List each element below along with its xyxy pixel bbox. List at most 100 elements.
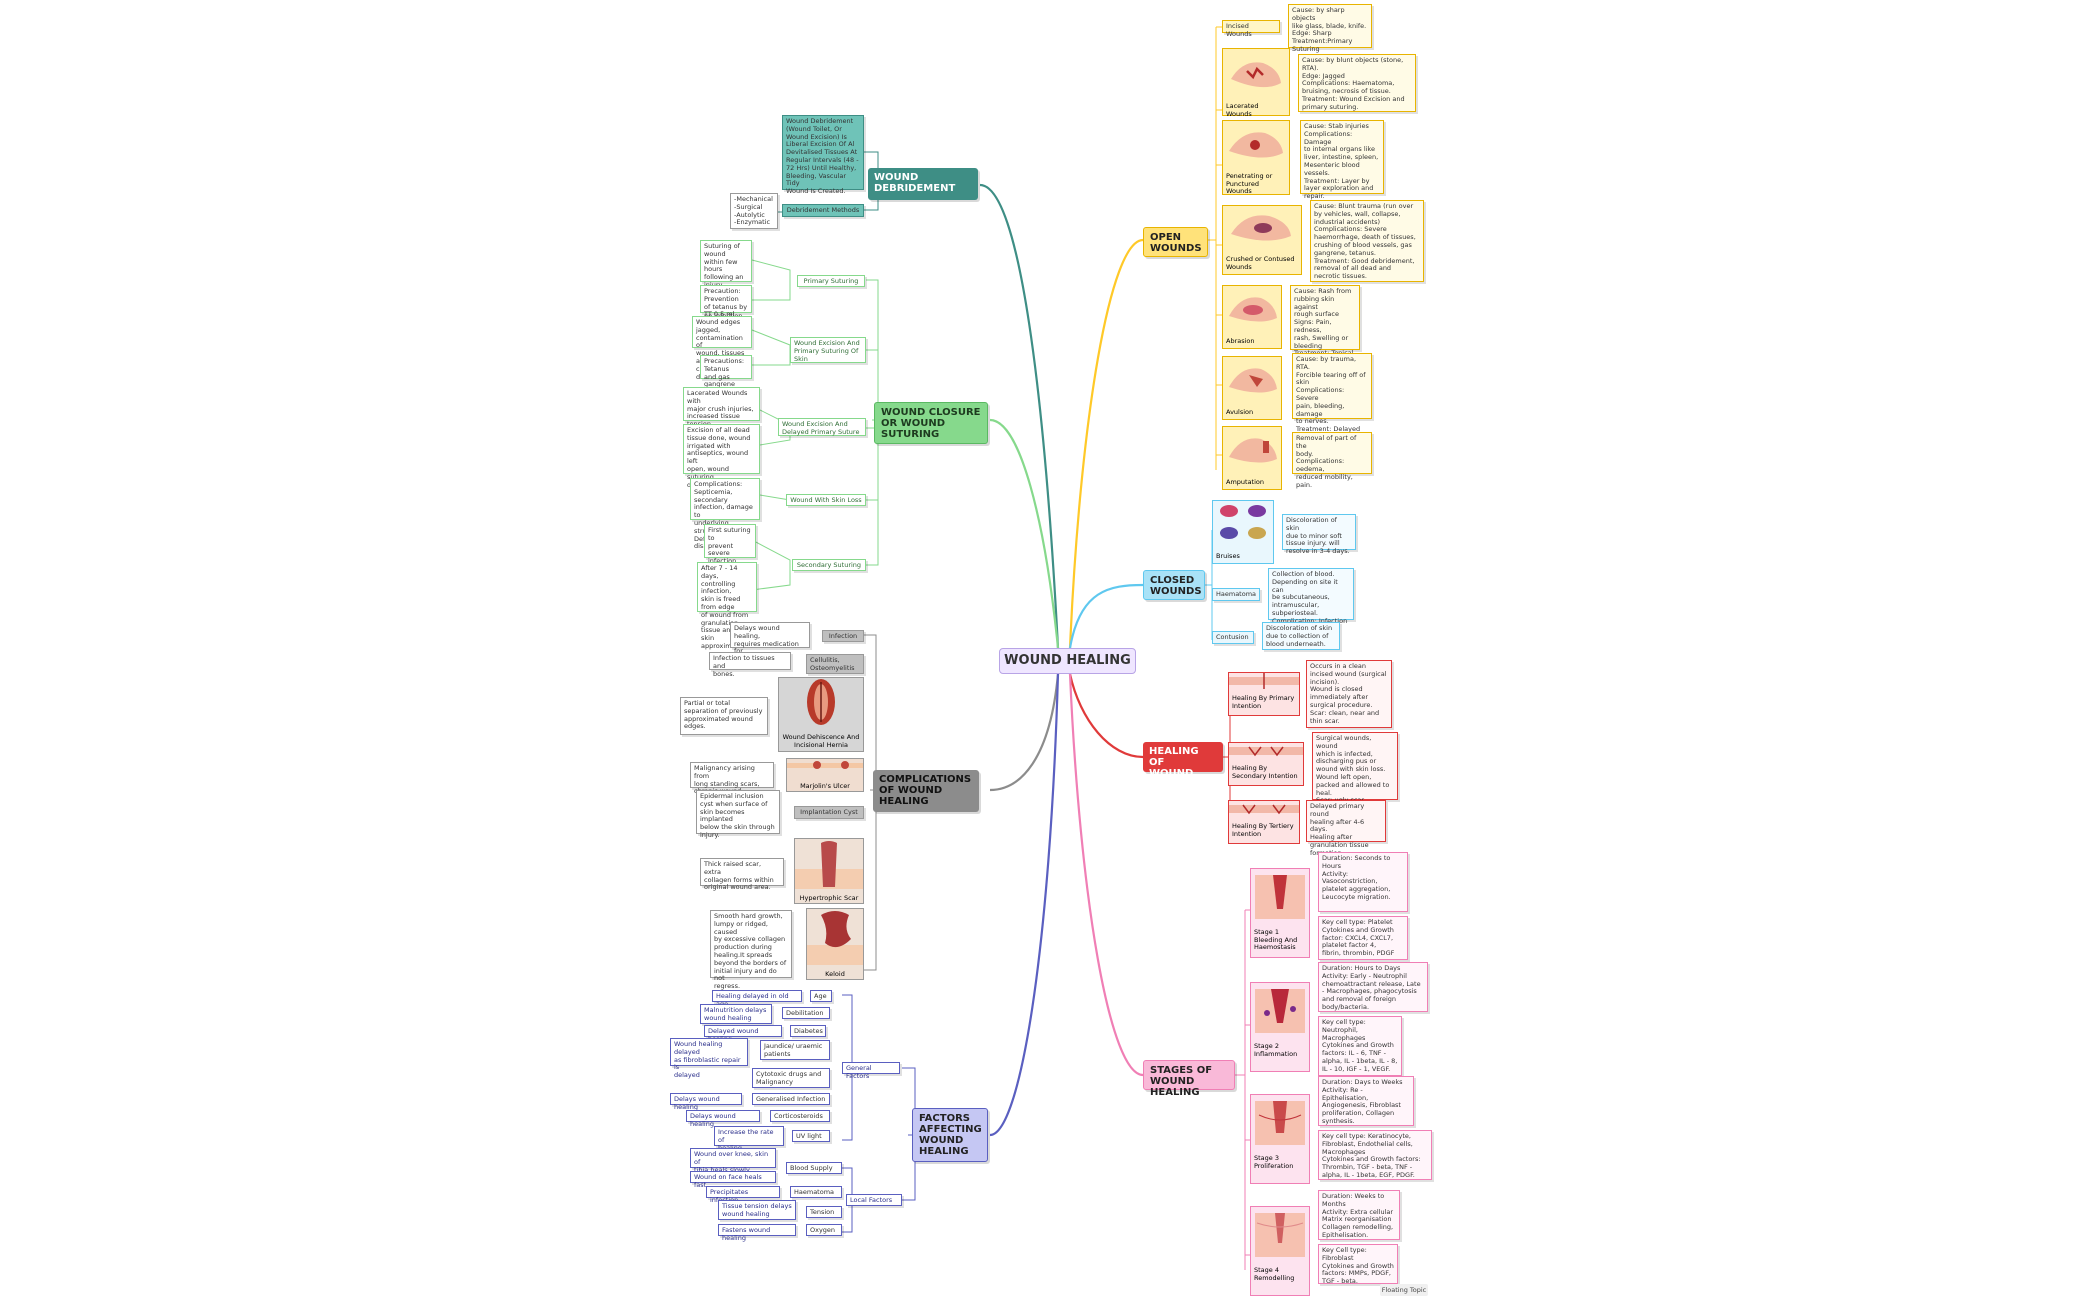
closure-excision-primary[interactable]: Wound Excision And Primary Suturing Of S…	[790, 337, 866, 363]
open-lacerated-note[interactable]: Cause: by blunt objects (stone, RTA). Ed…	[1298, 54, 1416, 112]
closure-skin-loss[interactable]: Wound With Skin Loss	[786, 494, 866, 506]
healing-primary-note[interactable]: Occurs in a clean incised wound (surgica…	[1306, 660, 1392, 728]
open-avulsion[interactable]: Avulsion	[1226, 408, 1254, 416]
closed-haematoma[interactable]: Haematoma	[1212, 588, 1260, 601]
healing-secondary-note[interactable]: Surgical wounds, wound which is infected…	[1312, 732, 1398, 804]
open-penetrating-note[interactable]: Cause: Stab injuries Complications: Dama…	[1300, 120, 1384, 200]
closure-secondary-suturing[interactable]: Secondary Suturing	[792, 559, 866, 571]
closure-delayed-note-2[interactable]: Excision of all dead tissue done, wound …	[683, 424, 760, 488]
stage1-note-1[interactable]: Duration: Seconds to Hours Activity: Vas…	[1318, 852, 1408, 912]
open-crushed-note[interactable]: Cause: Blunt trauma (run over by vehicle…	[1310, 200, 1424, 282]
open-crushed[interactable]: Crushed or Contused Wounds	[1226, 255, 1295, 271]
open-lacerated[interactable]: Lacerated Wounds	[1226, 102, 1259, 118]
factor-age[interactable]: Age	[810, 990, 832, 1002]
debridement-definition[interactable]: Wound Debridement (Wound Toilet, Or Woun…	[782, 115, 864, 195]
open-abrasion[interactable]: Abrasion	[1226, 337, 1255, 345]
complication-dehiscence-note[interactable]: Partial or total separation of previousl…	[680, 697, 768, 735]
open-penetrating[interactable]: Penetrating or Punctured Wounds	[1226, 172, 1273, 195]
complication-cellulitis-note[interactable]: Infection to tissues and bones.	[709, 652, 791, 677]
factors-general[interactable]: General Factors	[842, 1062, 900, 1080]
factor-oxygen[interactable]: Oxygen	[806, 1224, 842, 1236]
factor-oxygen-note[interactable]: Fastens wound healing	[718, 1224, 796, 1242]
factor-blood-supply[interactable]: Blood Supply	[786, 1162, 842, 1174]
factor-cytotoxic[interactable]: Cytotoxic drugs and Malignancy	[752, 1068, 830, 1088]
closure-primary-note-2[interactable]: Precaution: Prevention of tetanus by TT …	[700, 285, 752, 326]
complication-keloid[interactable]: Keloid	[825, 970, 845, 978]
complication-infection[interactable]: Infection	[822, 630, 864, 642]
complication-hypertrophic[interactable]: Hypertrophic Scar	[799, 894, 859, 902]
stage-2[interactable]: Stage 2 Inflammation	[1254, 1042, 1298, 1058]
factor-jaundice[interactable]: Jaundice/ uraemic patients	[760, 1040, 830, 1060]
topic-factors[interactable]: FACTORS AFFECTING WOUND HEALING	[912, 1108, 988, 1162]
factor-uv-light-note[interactable]: Increase the rate of healing	[714, 1126, 784, 1151]
closed-haematoma-note[interactable]: Collection of blood. Depending on site i…	[1268, 568, 1354, 625]
stage2-note-1[interactable]: Duration: Hours to Days Activity: Early …	[1318, 962, 1428, 1012]
complication-marjolin[interactable]: Marjolin's Ulcer	[800, 782, 850, 790]
topic-complications[interactable]: COMPLICATIONS OF WOUND HEALING	[873, 770, 979, 812]
closed-contusion[interactable]: Contusion	[1212, 631, 1254, 644]
closure-secondary-note-2[interactable]: After 7 - 14 days, controlling infection…	[697, 562, 757, 650]
stage-3[interactable]: Stage 3 Proliferation	[1254, 1154, 1294, 1170]
stage-1[interactable]: Stage 1 Bleeding And Haemostasis	[1254, 928, 1298, 951]
factor-diabetes-note[interactable]: Delayed wound healing	[704, 1025, 782, 1043]
healing-secondary[interactable]: Healing By Secondary Intention	[1232, 764, 1298, 780]
complication-dehiscence[interactable]: Wound Dehiscence And Incisional Hernia	[782, 733, 860, 749]
topic-wound-debridement[interactable]: WOUND DEBRIDEMENT	[868, 168, 978, 200]
factor-blood-supply-note-1[interactable]: Wound over knee, skin of tibia heals slo…	[690, 1148, 776, 1173]
complication-implantation[interactable]: Implantation Cyst	[794, 806, 864, 819]
closure-primary-note-1[interactable]: Suturing of wound within few hours follo…	[700, 240, 752, 320]
factors-local[interactable]: Local Factors	[846, 1194, 902, 1206]
factor-generalised-infection-note[interactable]: Delays wound healing	[670, 1093, 742, 1111]
open-avulsion-note[interactable]: Cause: by trauma, RTA. Forcible tearing …	[1292, 353, 1372, 441]
complication-cellulitis[interactable]: Cellulitis, Osteomyelitis	[806, 654, 864, 674]
open-incised-note[interactable]: Cause: by sharp objects like glass, blad…	[1288, 4, 1372, 53]
open-abrasion-note[interactable]: Cause: Rash from rubbing skin against ro…	[1290, 285, 1360, 365]
closure-excision-note-2[interactable]: Precautions: Tetanus and gas gangrene pr…	[700, 355, 752, 396]
closed-contusion-note[interactable]: Discoloration of skin due to collection …	[1262, 622, 1340, 650]
stage4-note-2[interactable]: Key Cell type: Fibroblast Cytokines and …	[1318, 1244, 1398, 1285]
factor-tension[interactable]: Tension	[806, 1206, 842, 1218]
complication-hypertrophic-note[interactable]: Thick raised scar, extra collagen forms …	[700, 858, 784, 891]
factor-corticosteroids-note[interactable]: Delays wound healing	[686, 1110, 760, 1128]
factor-jaundice-note[interactable]: Wound healing delayed as fibroblastic re…	[670, 1038, 748, 1079]
factor-debilitation-note[interactable]: Malnutrition delays wound healing	[700, 1004, 772, 1024]
factor-generalised-infection[interactable]: Generalised Infection	[752, 1093, 830, 1105]
floating-topic[interactable]: Floating Topic	[1380, 1284, 1428, 1296]
complication-infection-note[interactable]: Delays wound healing, requires medicatio…	[730, 622, 810, 663]
topic-open-wounds[interactable]: OPEN WOUNDS	[1143, 227, 1208, 257]
topic-healing-of-wound[interactable]: HEALING OF WOUND	[1143, 742, 1223, 779]
closure-excision-note-1[interactable]: Wound edges jagged, contamination of wou…	[692, 316, 752, 380]
complication-implantation-note[interactable]: Epidermal inclusion cyst when surface of…	[696, 790, 780, 839]
closure-skin-loss-note[interactable]: Complications: Septicemia, secondary inf…	[690, 478, 760, 550]
stage4-note-1[interactable]: Duration: Weeks to Months Activity: Extr…	[1318, 1190, 1400, 1240]
debridement-methods[interactable]: Debridement Methods	[782, 204, 864, 217]
root-topic[interactable]: WOUND HEALING	[999, 648, 1136, 674]
stage1-note-2[interactable]: Key cell type: Platelet Cytokines and Gr…	[1318, 916, 1408, 960]
factor-debilitation[interactable]: Debilitation	[782, 1007, 830, 1019]
complication-marjolin-note[interactable]: Malignancy arising from long standing sc…	[690, 762, 774, 795]
debridement-methods-list[interactable]: -Mechanical -Surgical -Autolytic -Enzyma…	[730, 193, 778, 229]
closure-delayed-note-1[interactable]: Lacerated Wounds with major crush injuri…	[683, 387, 760, 436]
complication-keloid-note[interactable]: Smooth hard growth, lumpy or ridged, cau…	[710, 910, 792, 990]
closure-delayed-primary[interactable]: Wound Excision And Delayed Primary Sutur…	[778, 418, 866, 436]
healing-primary[interactable]: Healing By Primary Intention	[1232, 694, 1295, 710]
factor-tension-note[interactable]: Tissue tension delays wound healing	[718, 1200, 796, 1220]
closed-bruises-note[interactable]: Discoloration of skin due to minor soft …	[1282, 514, 1356, 555]
stage3-note-2[interactable]: Key cell type: Keratinocyte, Fibroblast,…	[1318, 1130, 1432, 1180]
closed-bruises[interactable]: Bruises	[1216, 552, 1240, 560]
factor-blood-supply-note-2[interactable]: Wound on face heals fast	[690, 1171, 776, 1189]
factor-age-note[interactable]: Healing delayed in old age	[712, 990, 802, 1008]
stage3-note-1[interactable]: Duration: Days to Weeks Activity: Re - E…	[1318, 1076, 1414, 1126]
topic-stages[interactable]: STAGES OF WOUND HEALING	[1143, 1060, 1235, 1098]
stage-4[interactable]: Stage 4 Remodelling	[1254, 1266, 1295, 1282]
open-amputation-note[interactable]: Removal of part of the body. Complicatio…	[1292, 432, 1372, 489]
stage2-note-2[interactable]: Key cell type: Neutrophil, Macrophages C…	[1318, 1016, 1402, 1076]
open-amputation[interactable]: Amputation	[1226, 478, 1265, 486]
topic-wound-closure[interactable]: WOUND CLOSURE OR WOUND SUTURING	[874, 402, 988, 444]
closure-secondary-note-1[interactable]: First suturing to prevent severe infecti…	[704, 524, 756, 588]
factor-corticosteroids[interactable]: Corticosteroids	[770, 1110, 830, 1122]
open-incised[interactable]: Incised Wounds	[1222, 20, 1280, 38]
factor-haematoma-note[interactable]: Precipitates infection	[706, 1186, 780, 1204]
healing-tertiary-note[interactable]: Delayed primary round healing after 4-6 …	[1306, 800, 1386, 857]
